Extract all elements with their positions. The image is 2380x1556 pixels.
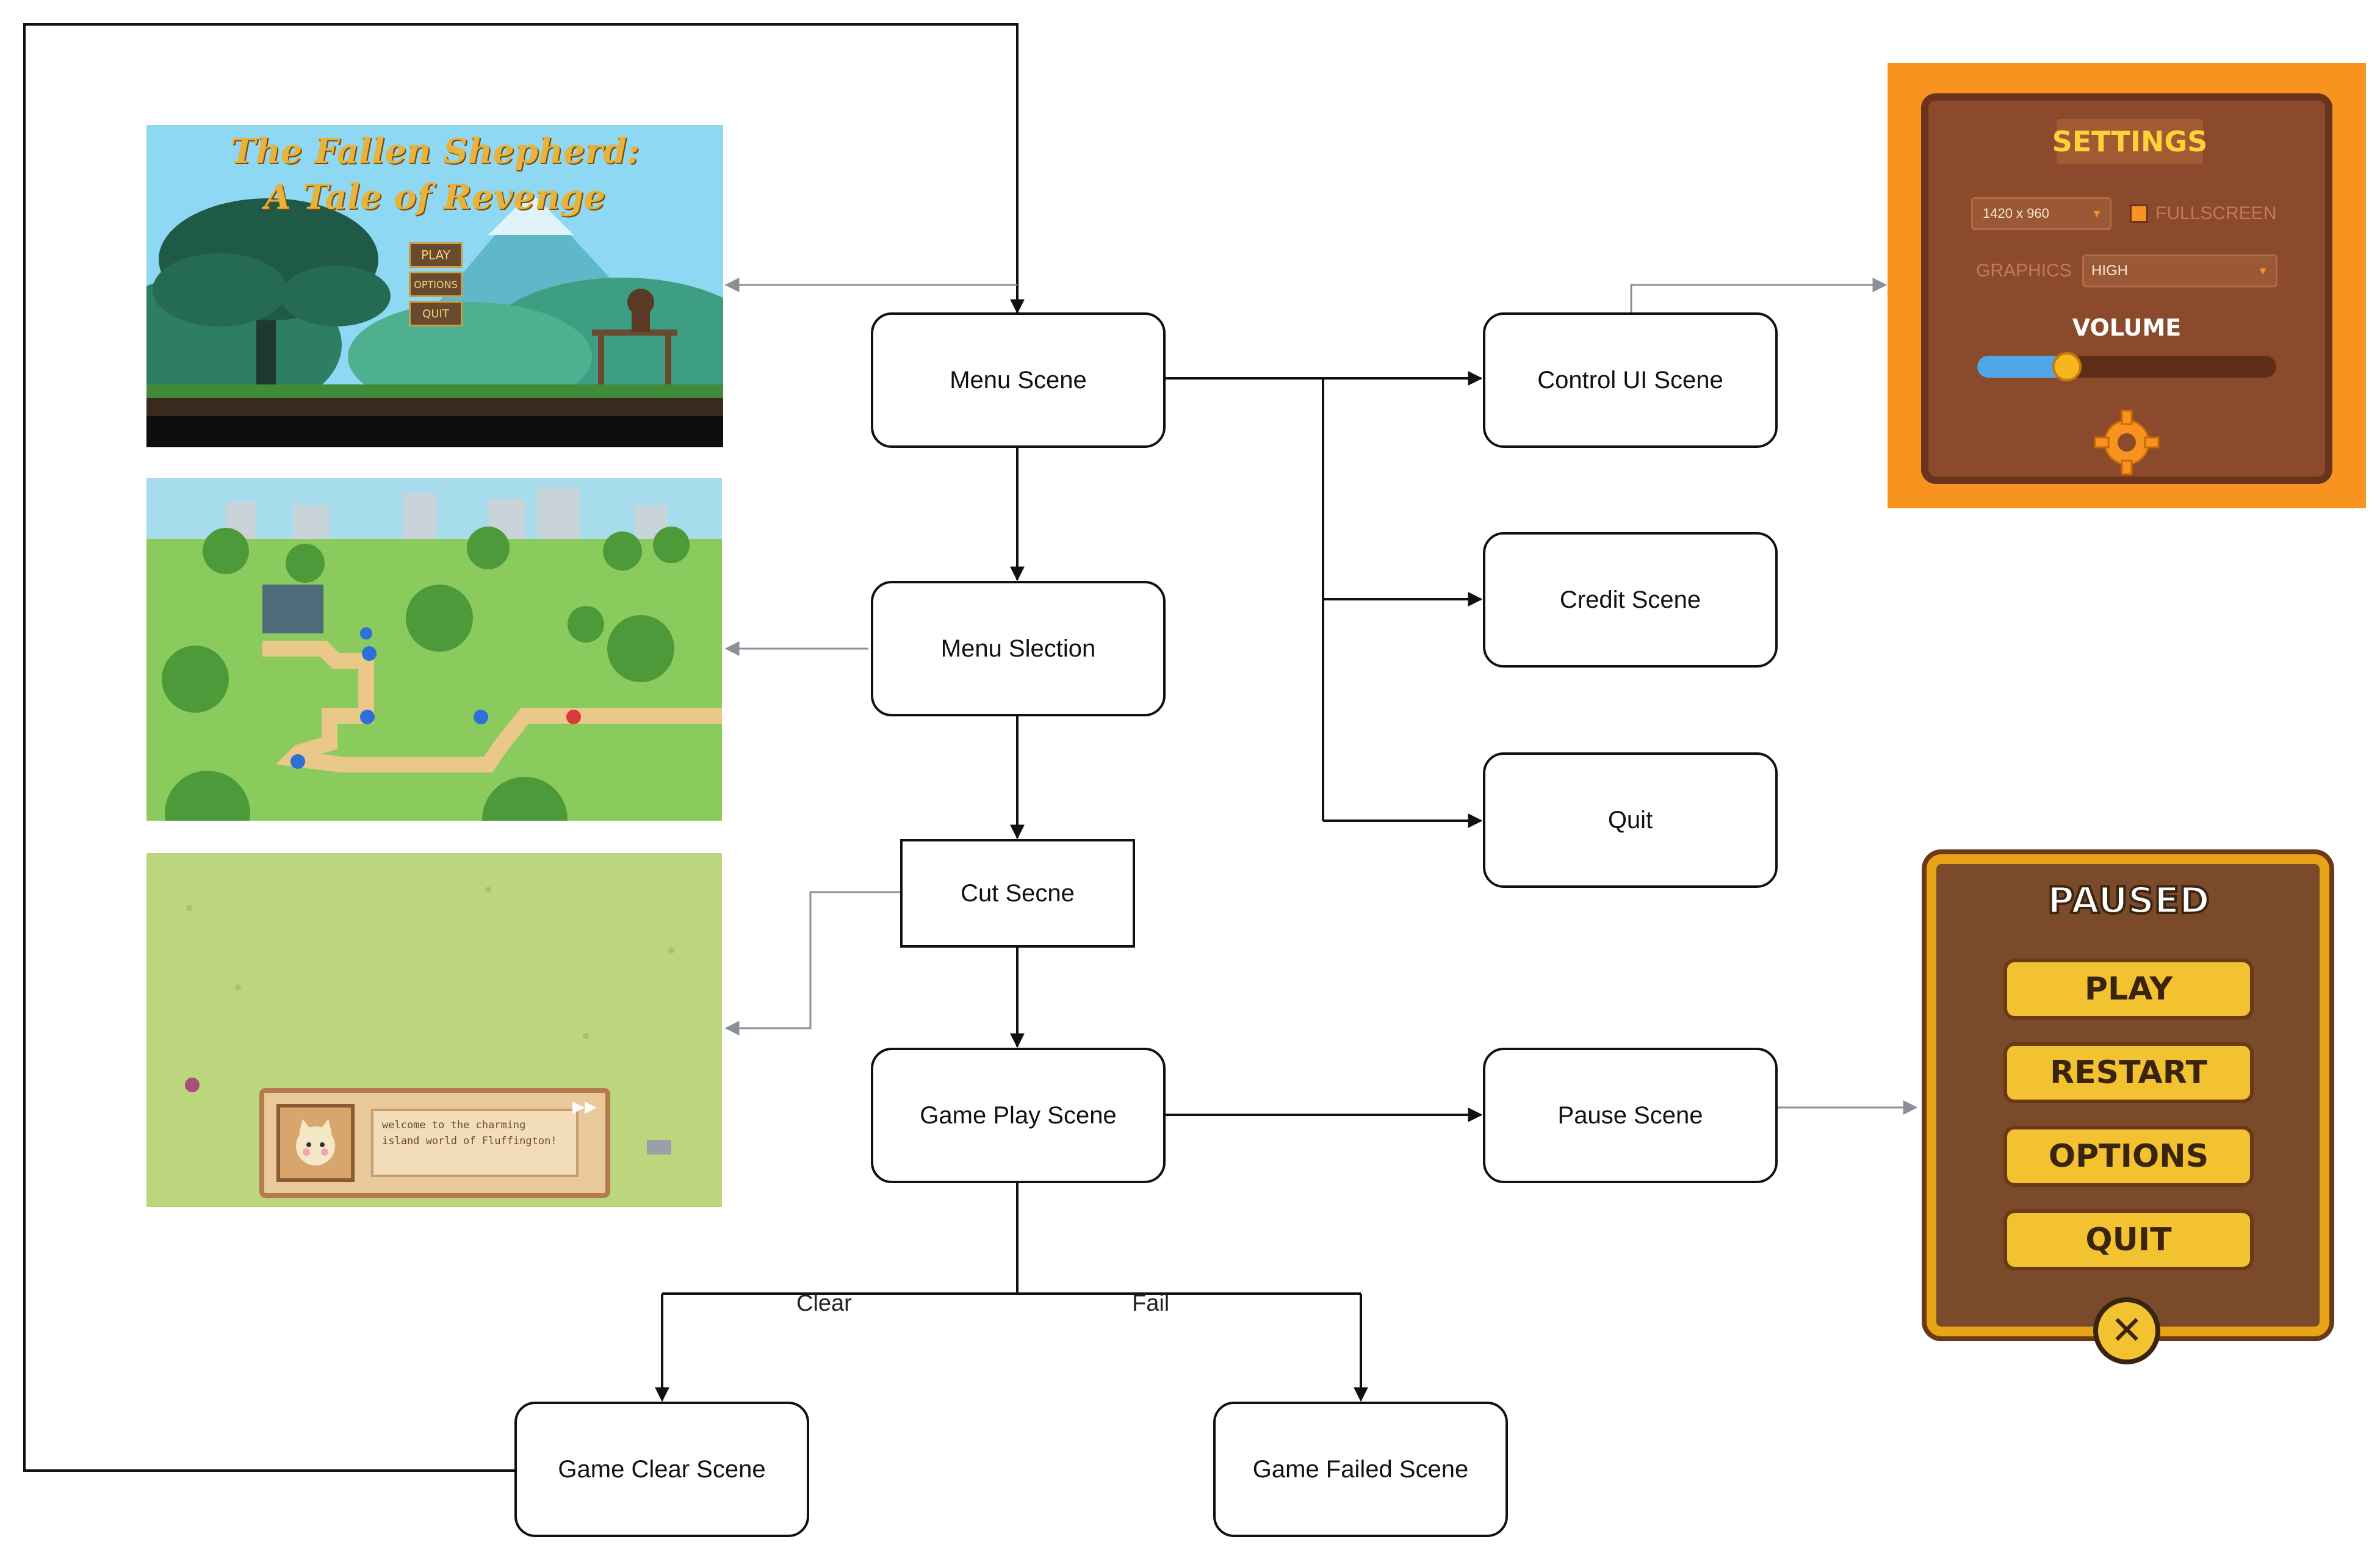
- pause-play-button[interactable]: PLAY: [2003, 959, 2254, 1020]
- level-select-screenshot: [146, 478, 722, 821]
- rock: [647, 1140, 671, 1154]
- edge-label-clear: Clear: [796, 1291, 852, 1316]
- game-clear-scene-node: Game Clear Scene: [514, 1402, 809, 1537]
- level-node[interactable]: [360, 710, 375, 724]
- level-node[interactable]: [290, 754, 305, 769]
- link-cut-screenshot: [724, 891, 900, 1036]
- edge-label-fail: Fail: [1132, 1291, 1170, 1316]
- pause-panel-image: PAUSED PLAY RESTART OPTIONS QUIT ✕: [1919, 841, 2337, 1378]
- control-ui-scene-node: Control UI Scene: [1483, 312, 1778, 448]
- map-path: [262, 641, 722, 773]
- graphics-label: GRAPHICS: [1976, 261, 2072, 281]
- volume-fill: [1977, 356, 2067, 378]
- pause-panel: PAUSED PLAY RESTART OPTIONS QUIT: [1927, 854, 2329, 1336]
- pause-quit-button[interactable]: QUIT: [2003, 1209, 2254, 1270]
- settings-title: SETTINGS: [2052, 119, 2207, 164]
- chevron-down-icon: ▼: [2257, 264, 2268, 277]
- settings-panel-image: SETTINGS 1420 x 960 ▼ FULLSCREEN GRAPHIC…: [1888, 63, 2366, 508]
- level-node[interactable]: [474, 710, 488, 724]
- pause-options-button[interactable]: OPTIONS: [2003, 1126, 2254, 1187]
- resolution-value: 1420 x 960: [1983, 206, 2049, 221]
- menu-options-button[interactable]: OPTIONS: [409, 272, 463, 297]
- volume-knob[interactable]: [2052, 352, 2082, 381]
- menu-selection-node: Menu Slection: [871, 581, 1166, 716]
- pause-title: PAUSED: [2046, 878, 2211, 923]
- cat-portrait: [276, 1104, 355, 1182]
- menu-scene-node: Menu Scene: [871, 312, 1166, 448]
- cut-scene-node: Cut Secne: [900, 839, 1135, 948]
- credit-scene-node: Credit Scene: [1483, 532, 1778, 668]
- dialog-text: welcome to the charming island world of …: [371, 1109, 579, 1177]
- fullscreen-label: FULLSCREEN: [2155, 203, 2277, 223]
- dialog-box: welcome to the charming island world of …: [259, 1088, 610, 1198]
- pause-restart-button[interactable]: RESTART: [2003, 1042, 2254, 1103]
- menu-title-line2: A Tale of Revenge: [264, 177, 605, 217]
- game-failed-scene-node: Game Failed Scene: [1213, 1402, 1508, 1537]
- level-node-locked[interactable]: [566, 710, 581, 724]
- castle-building: [262, 585, 323, 633]
- resolution-dropdown[interactable]: 1420 x 960 ▼: [1971, 197, 2111, 230]
- quit-node: Quit: [1483, 752, 1778, 888]
- tree-cluster: [162, 527, 690, 821]
- menu-title-line1: The Fallen Shepherd:: [230, 131, 640, 171]
- next-arrow-icon[interactable]: ▶▶: [572, 1098, 597, 1116]
- game-play-scene-node: Game Play Scene: [871, 1048, 1166, 1183]
- gear-icon[interactable]: [2090, 406, 2163, 479]
- fullscreen-checkbox[interactable]: [2130, 204, 2148, 223]
- menu-quit-button[interactable]: QUIT: [409, 301, 463, 326]
- menu-landscape: [146, 125, 723, 447]
- menu-screenshot: The Fallen Shepherd: A Tale of Revenge P…: [146, 125, 723, 447]
- close-icon[interactable]: ✕: [2093, 1297, 2160, 1364]
- cat-icon: [296, 1119, 335, 1165]
- level-map: [146, 478, 722, 821]
- hooded-character: [627, 289, 654, 315]
- small-creature: [185, 1078, 200, 1092]
- chevron-down-icon: ▼: [2091, 207, 2102, 220]
- link-settings-panel: [1630, 278, 1888, 312]
- edge-clear-to-menu: [23, 23, 1025, 1472]
- menu-play-button[interactable]: PLAY: [409, 242, 463, 268]
- settings-panel: SETTINGS 1420 x 960 ▼ FULLSCREEN GRAPHIC…: [1921, 93, 2332, 484]
- graphics-value: HIGH: [2091, 262, 2128, 279]
- volume-slider[interactable]: [1977, 352, 2276, 381]
- volume-label: VOLUME: [2072, 314, 2182, 341]
- cutscene-screenshot: welcome to the charming island world of …: [146, 853, 722, 1207]
- pause-scene-node: Pause Scene: [1483, 1048, 1778, 1183]
- graphics-dropdown[interactable]: HIGH ▼: [2082, 254, 2277, 287]
- level-node[interactable]: [362, 646, 377, 661]
